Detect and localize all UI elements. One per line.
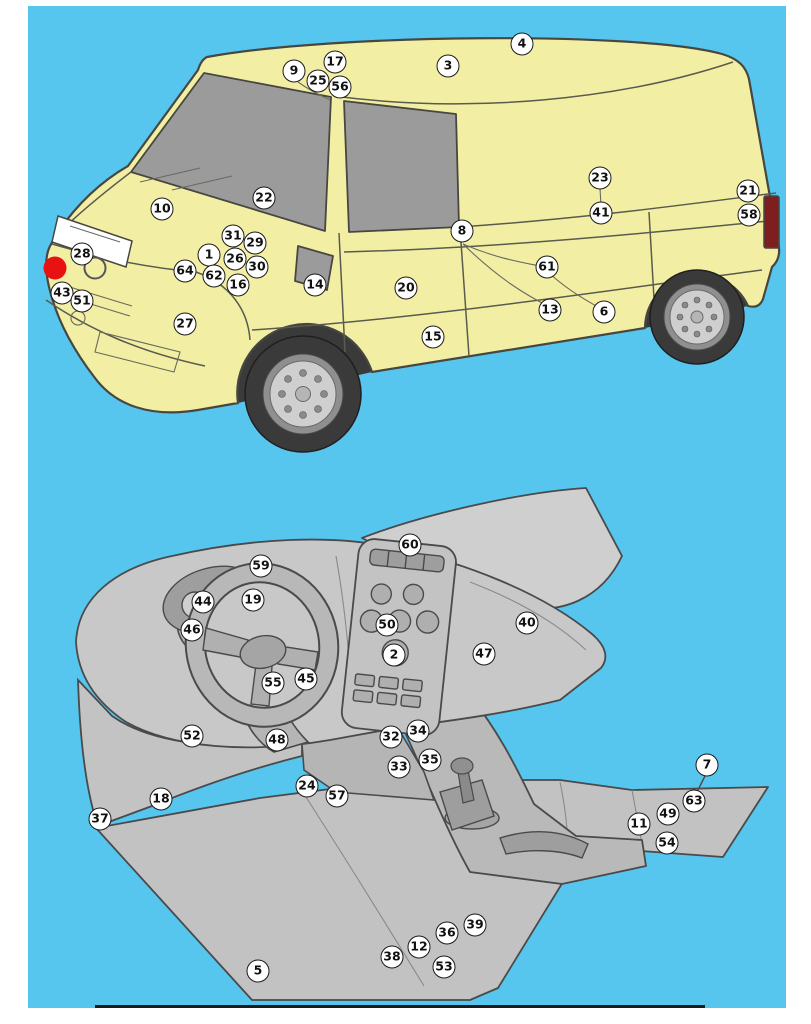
brand-emblem xyxy=(83,256,107,280)
windshield xyxy=(130,72,332,232)
mid-crease-line xyxy=(343,219,779,253)
bumper-intake xyxy=(94,331,181,373)
wiper-right xyxy=(171,175,233,191)
front-door-front-seam xyxy=(338,232,346,353)
climate-knob xyxy=(415,610,440,634)
headlight xyxy=(51,215,133,268)
switch-button xyxy=(401,678,423,693)
front-door-rear-seam xyxy=(459,227,470,357)
switch-button xyxy=(400,694,422,709)
bottom-divider-line xyxy=(95,1005,705,1008)
switch-button xyxy=(352,689,374,704)
dial-knob xyxy=(370,583,392,605)
roof-gutter-line xyxy=(333,61,734,105)
wheel-hub xyxy=(239,634,287,670)
taillight xyxy=(763,195,780,249)
switch-button xyxy=(376,691,398,706)
rear-wheel xyxy=(649,269,745,365)
gear-shifter xyxy=(439,757,500,831)
wiper-left xyxy=(139,167,201,183)
handbrake-lever xyxy=(499,831,589,859)
dial-knob xyxy=(402,583,425,606)
front-wheel xyxy=(244,335,362,453)
leader-line-7 xyxy=(696,775,706,793)
center-console-stack xyxy=(340,538,457,737)
mat-fold-line-1 xyxy=(303,793,425,987)
front-door-window xyxy=(343,100,460,233)
switch-button xyxy=(354,673,376,688)
switch-button xyxy=(378,675,400,690)
headlight-lens-line xyxy=(69,225,121,243)
bumper-top-line xyxy=(45,299,206,367)
van-exterior-illustration xyxy=(45,37,781,453)
red-dot-indicator xyxy=(43,256,67,280)
wiring-line-5 xyxy=(297,81,331,101)
wheel-spoke-right xyxy=(277,645,319,671)
